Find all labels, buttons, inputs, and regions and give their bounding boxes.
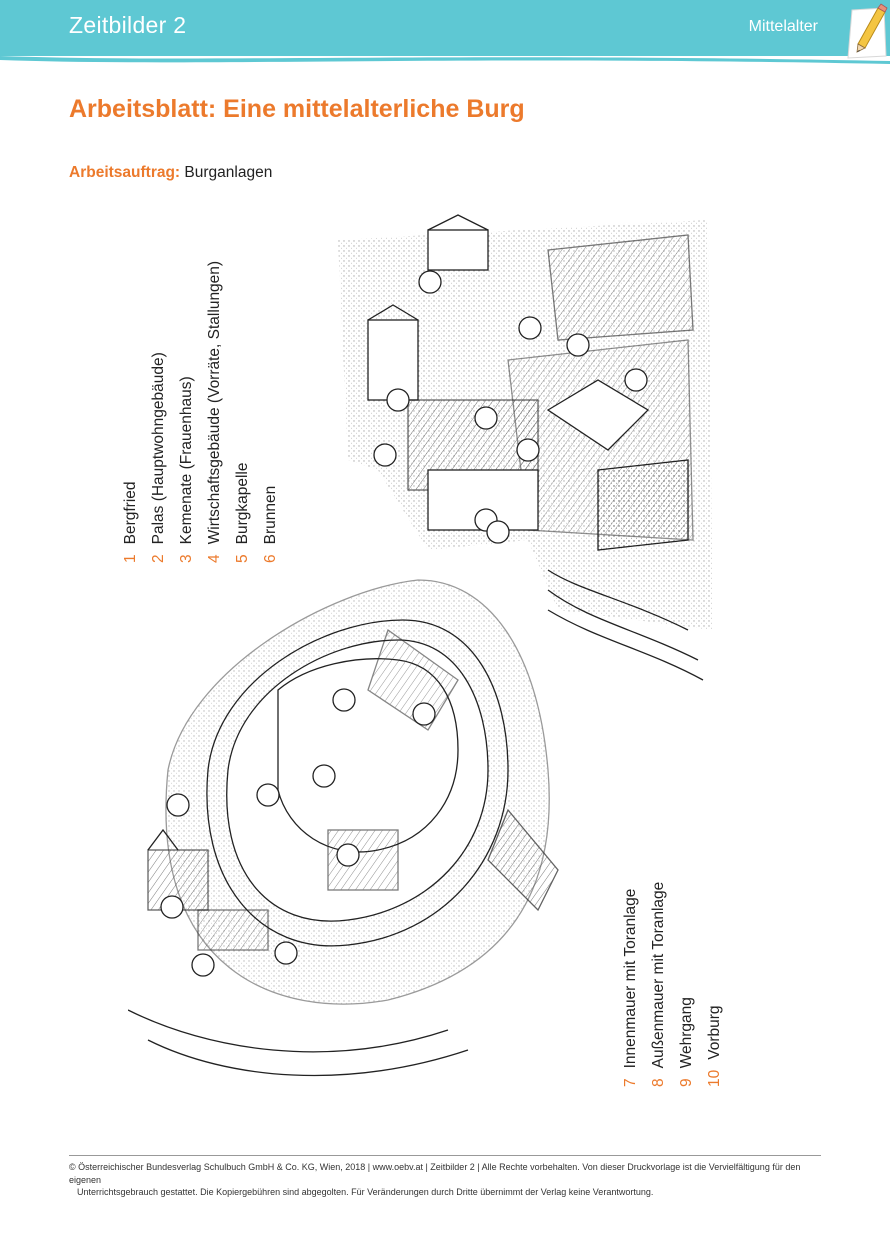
task-text: Burganlagen (184, 164, 273, 181)
ring-castle-markers (160, 688, 436, 977)
castle-illustration (128, 214, 713, 1077)
footer-divider (69, 1155, 821, 1156)
section-label: Mittelalter (748, 18, 818, 35)
task-line: Arbeitsauftrag: Burganlagen (69, 164, 272, 182)
footer-line-2: Unterrichtsgebrauch gestattet. Die Kopie… (77, 1187, 654, 1197)
task-label: Arbeitsauftrag: (69, 164, 181, 181)
ring-castle-drawing (128, 579, 559, 1077)
copyright-footer: © Österreichischer Bundesverlag Schulbuc… (69, 1161, 821, 1199)
header-bar: Zeitbilder 2 Mittelalter (0, 0, 890, 59)
header-wave (0, 56, 890, 64)
page-title: Arbeitsblatt: Eine mittelalterliche Burg (69, 95, 525, 123)
brand-title: Zeitbilder 2 (69, 12, 187, 38)
pencil-icon (847, 3, 888, 59)
footer-line-1: © Österreichischer Bundesverlag Schulbuc… (69, 1162, 801, 1185)
hill-castle-drawing (338, 214, 713, 681)
hill-castle-markers (373, 270, 648, 544)
